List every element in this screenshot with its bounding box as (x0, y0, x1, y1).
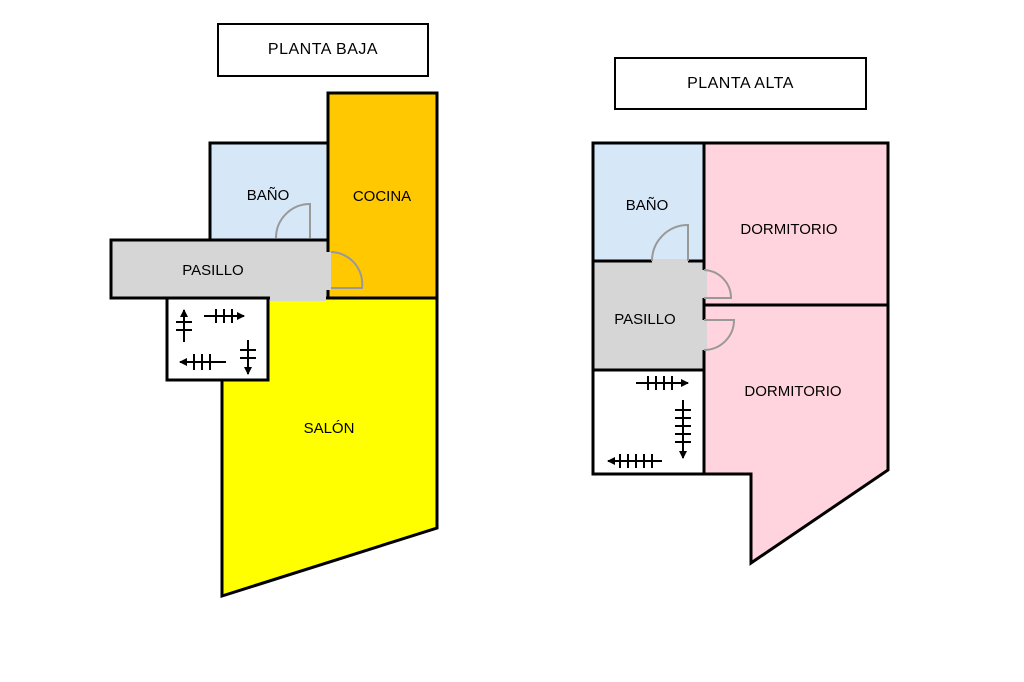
label-bedroom-upper-1: DORMITORIO (740, 221, 837, 238)
stairwell-ground (165, 296, 270, 382)
label-hallway-ground: PASILLO (182, 262, 243, 279)
room-bedroom-upper-2 (702, 303, 890, 566)
stairs-icon (176, 309, 256, 375)
room-kitchen-ground (326, 91, 439, 300)
room-bathroom-ground (208, 141, 330, 242)
label-hallway-upper: PASILLO (614, 311, 675, 328)
room-hallway-ground (109, 238, 330, 300)
label-living-room-ground: SALÓN (304, 420, 355, 437)
upper-floor-plan: BAÑO DORMITORIO PASILLO DORMITORIO (591, 141, 890, 566)
door-swing-icon (275, 202, 364, 289)
door-swing-icon (651, 223, 736, 351)
ground-floor-plan: BAÑO COCINA PASILLO SALÓN (109, 91, 439, 599)
stairs-icon (607, 376, 691, 468)
label-bedroom-upper-2: DORMITORIO (744, 383, 841, 400)
room-hallway-upper (591, 259, 706, 372)
upper-floor-title: PLANTA ALTA (614, 57, 867, 110)
label-bathroom-upper: BAÑO (626, 197, 669, 214)
room-bathroom-upper (591, 141, 706, 263)
ground-floor-title: PLANTA BAJA (217, 23, 429, 77)
label-bathroom-ground: BAÑO (247, 187, 290, 204)
label-kitchen-ground: COCINA (353, 188, 411, 205)
